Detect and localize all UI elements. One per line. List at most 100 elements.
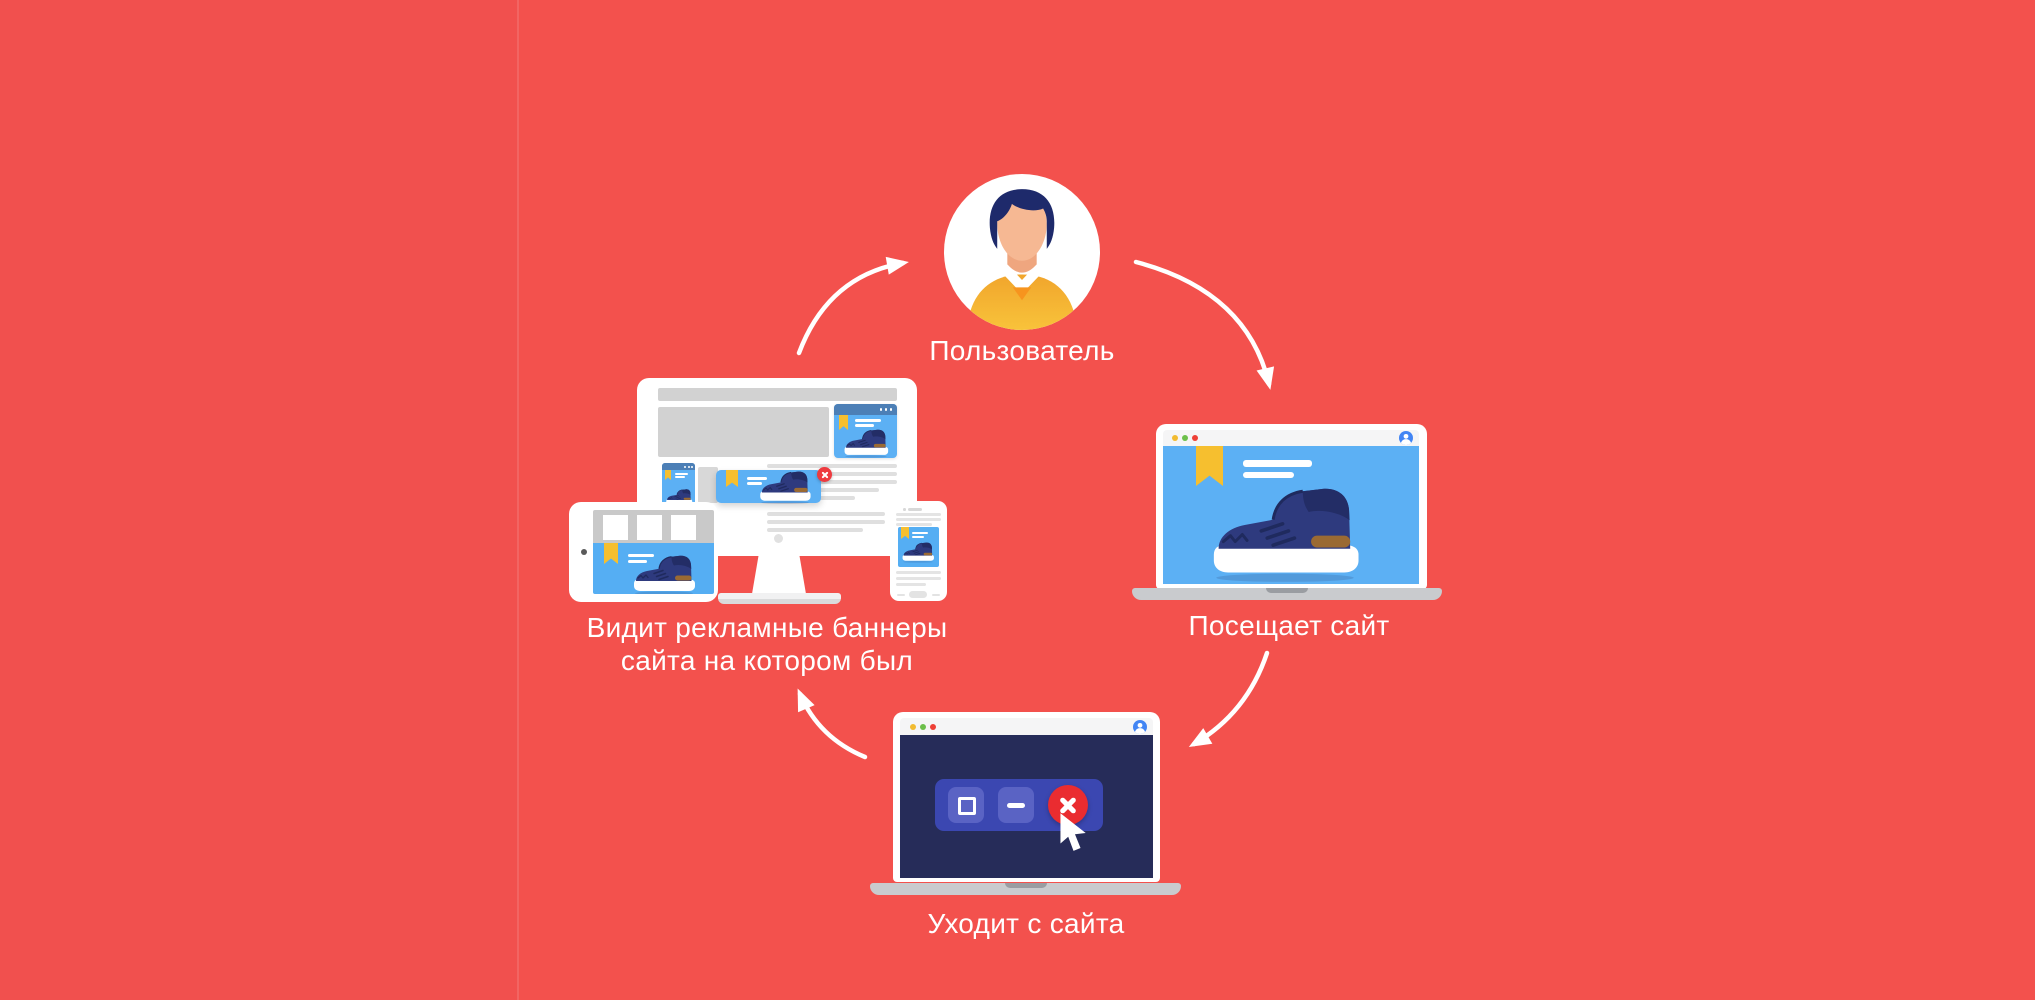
window-controls-panel bbox=[935, 779, 1103, 831]
male-user-icon bbox=[944, 180, 1100, 330]
account-circle-icon bbox=[1133, 720, 1147, 734]
phone-speaker-icon bbox=[908, 508, 922, 511]
white-dot-icon bbox=[879, 408, 882, 411]
text-placeholder-line bbox=[896, 523, 932, 526]
tablet-banner-ad bbox=[593, 543, 714, 594]
tablet-device bbox=[569, 502, 718, 602]
green-dot-icon bbox=[1182, 435, 1188, 441]
account-circle-icon bbox=[1399, 431, 1413, 445]
bookmark-ribbon-icon bbox=[839, 415, 848, 430]
yellow-dot-icon bbox=[910, 723, 916, 730]
text-placeholder-line bbox=[896, 571, 941, 574]
text-placeholder-line bbox=[767, 512, 885, 516]
white-dot-icon bbox=[884, 408, 887, 411]
user-label: Пользователь bbox=[929, 335, 1115, 366]
monitor-stand-base bbox=[718, 593, 841, 604]
phone-nav-dash bbox=[897, 594, 905, 596]
phone-banner-ad bbox=[898, 527, 939, 567]
yellow-dot-icon bbox=[1172, 435, 1178, 441]
sneaker-icon bbox=[900, 542, 936, 563]
gallery-placeholder bbox=[603, 515, 628, 540]
text-placeholder-line bbox=[747, 477, 767, 480]
white-dot-icon bbox=[684, 465, 686, 468]
text-placeholder-line bbox=[1243, 472, 1294, 478]
text-placeholder-line bbox=[855, 419, 881, 422]
text-placeholder-line bbox=[628, 554, 654, 557]
text-placeholder-line bbox=[896, 513, 941, 516]
arrow-user-to-visit bbox=[1133, 259, 1275, 390]
maximize-button-icon bbox=[948, 787, 984, 823]
white-dot-icon bbox=[691, 465, 693, 468]
visit-site-content bbox=[1163, 446, 1419, 584]
bookmark-ribbon-icon bbox=[604, 543, 618, 564]
text-placeholder-line bbox=[675, 473, 688, 475]
sidebar-banner-ad bbox=[834, 404, 897, 458]
monitor-stand bbox=[752, 556, 806, 594]
arrow-banners-to-user bbox=[796, 256, 909, 356]
arrow-leave-to-banners bbox=[797, 688, 868, 760]
text-placeholder-line bbox=[767, 480, 897, 484]
sneaker-icon bbox=[1202, 487, 1368, 582]
ad-header bbox=[662, 463, 695, 470]
page-hero-placeholder bbox=[658, 407, 829, 457]
text-placeholder-line bbox=[912, 536, 924, 538]
visit-browser-bar bbox=[1163, 430, 1419, 447]
text-placeholder-line bbox=[896, 583, 926, 586]
user-avatar bbox=[944, 174, 1100, 330]
red-dot-icon bbox=[930, 723, 936, 730]
page-side-placeholder bbox=[698, 467, 718, 503]
inline-banner-ad bbox=[716, 467, 832, 504]
banners-label-line1: Видит рекламные баннеры bbox=[586, 612, 948, 643]
tablet-screen bbox=[593, 510, 714, 594]
sneaker-icon bbox=[756, 471, 814, 504]
phone-nav-dash bbox=[932, 594, 940, 596]
minimize-button-icon bbox=[998, 787, 1034, 823]
red-dot-icon bbox=[1192, 435, 1198, 441]
bookmark-ribbon-icon bbox=[1196, 446, 1223, 486]
text-placeholder-line bbox=[767, 472, 897, 476]
text-placeholder-line bbox=[912, 532, 928, 534]
gallery-placeholder bbox=[671, 515, 696, 540]
close-button-icon bbox=[1048, 785, 1088, 825]
bookmark-ribbon-icon bbox=[726, 470, 738, 487]
text-placeholder-line bbox=[896, 518, 941, 521]
green-dot-icon bbox=[920, 723, 926, 730]
tablet-page-header bbox=[593, 510, 714, 543]
ad-close-icon bbox=[817, 467, 832, 482]
text-placeholder-line bbox=[675, 476, 685, 478]
banners-label-line2: сайта на котором был bbox=[620, 645, 914, 676]
text-placeholder-line bbox=[767, 464, 897, 468]
text-placeholder-line bbox=[767, 528, 863, 532]
arrow-visit-to-leave bbox=[1188, 650, 1270, 748]
visit-label: Посещает сайт bbox=[1188, 610, 1390, 641]
phone-home-button bbox=[909, 591, 927, 598]
white-dot-icon bbox=[889, 408, 892, 411]
text-placeholder-line bbox=[747, 482, 762, 485]
leave-site-content bbox=[900, 735, 1153, 878]
text-placeholder-line bbox=[767, 488, 879, 492]
ad-header bbox=[834, 404, 897, 415]
text-placeholder-line bbox=[855, 424, 874, 427]
text-placeholder-line bbox=[896, 577, 941, 580]
text-placeholder-line bbox=[767, 520, 885, 524]
background-seam bbox=[517, 0, 519, 1000]
phone-device bbox=[890, 501, 947, 601]
text-placeholder-line bbox=[1243, 460, 1312, 467]
bookmark-ribbon-icon bbox=[665, 470, 671, 480]
sneaker-icon bbox=[841, 429, 891, 458]
tablet-camera-icon bbox=[581, 549, 587, 555]
mobile-banner-ad bbox=[662, 463, 695, 508]
bookmark-ribbon-icon bbox=[901, 527, 909, 539]
page-header-placeholder bbox=[658, 388, 897, 401]
visit-laptop-base bbox=[1132, 588, 1442, 600]
sneaker-icon bbox=[629, 555, 699, 594]
gallery-placeholder bbox=[637, 515, 662, 540]
phone-camera-icon bbox=[903, 508, 906, 511]
white-dot-icon bbox=[687, 465, 690, 468]
leave-laptop-base bbox=[870, 883, 1181, 895]
leave-browser-bar bbox=[900, 718, 1153, 736]
monitor-power-button bbox=[774, 534, 783, 543]
leave-label: Уходит с сайта bbox=[927, 908, 1125, 939]
